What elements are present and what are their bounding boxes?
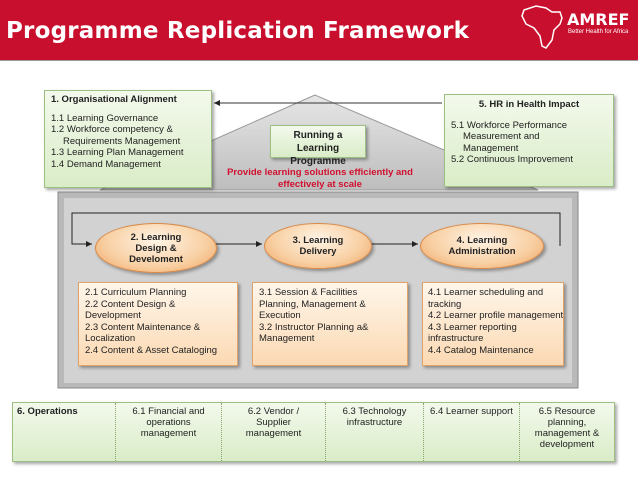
operations-cell-learner-support: 6.4 Learner support — [423, 403, 519, 461]
design-item: 2.3 Content Maintenance & — [85, 321, 201, 333]
stage-label: 2. Learning — [130, 231, 182, 243]
programme-tagline: Provide learning solutions efficiently a… — [222, 167, 418, 190]
operations-cell-vendor: 6.2 Vendor / Supplier management — [221, 403, 325, 461]
design-item: 2.2 Content Design & — [85, 298, 176, 310]
org-alignment-box: 1. Organisational Alignment 1.1 Learning… — [44, 90, 212, 188]
org-item: 1.3 Learning Plan Management — [51, 147, 184, 158]
delivery-item: 3.2 Instructor Planning a& — [259, 321, 369, 333]
delivery-item: Management — [259, 333, 315, 344]
operations-title-text: 6. Operations — [17, 406, 78, 417]
operations-cell-line: planning, — [547, 417, 587, 428]
stage-design-development: 2. Learning Design & Develoment — [95, 223, 217, 273]
admin-item: 4.3 Learner reporting — [428, 321, 517, 333]
admin-item: 4.4 Catalog Maintenance — [428, 344, 534, 356]
stage-label: Develoment — [129, 253, 183, 265]
delivery-item: Execution — [259, 310, 301, 321]
operations-cell-line: development — [539, 439, 595, 450]
org-item: 1.1 Learning Governance — [51, 112, 159, 124]
design-item: Localization — [85, 333, 136, 344]
operations-cell-financial: 6.1 Financial and operations management — [115, 403, 221, 461]
stage-delivery: 3. Learning Delivery — [264, 223, 372, 269]
delivery-item: Planning, Management & — [259, 298, 366, 310]
operations-cell-technology: 6.3 Technology infrastructure — [325, 403, 423, 461]
header-divider — [0, 60, 638, 61]
operations-cell-line: 6.3 Technology — [342, 406, 407, 417]
design-detail-box: 2.1 Curriculum Planning 2.2 Content Desi… — [78, 282, 238, 366]
tagline-line: effectively at scale — [278, 178, 362, 190]
operations-title: 6. Operations — [13, 403, 115, 461]
org-item: 1.4 Demand Management — [51, 158, 161, 170]
stage-label: 3. Learning — [292, 235, 344, 246]
hr-item: 5.1 Workforce Performance — [451, 119, 567, 131]
africa-map-logo-icon — [521, 5, 632, 49]
programme-title-line: Running a Learning — [293, 130, 343, 154]
operations-cell-line: management — [245, 428, 302, 439]
tagline-line: Provide learning solutions efficiently a… — [227, 167, 413, 178]
operations-cell-line: operations — [146, 417, 191, 428]
admin-detail-box: 4.1 Learner scheduling and tracking 4.2 … — [422, 282, 564, 366]
operations-cell-line: 6.2 Vendor / — [247, 406, 300, 417]
admin-item: infrastructure — [428, 333, 484, 344]
hr-item: 5.2 Continuous Improvement — [451, 154, 573, 165]
operations-bar: 6. Operations 6.1 Financial and operatio… — [12, 402, 615, 462]
hr-impact-box: 5. HR in Health Impact 5.1 Workforce Per… — [444, 94, 614, 187]
programme-title-line: Programme — [290, 156, 346, 167]
stage-label: Design & — [135, 242, 177, 254]
stage-label: Delivery — [299, 246, 337, 257]
operations-cell-line: infrastructure — [346, 417, 403, 428]
operations-cell-line: management & — [534, 428, 600, 439]
design-item: 2.4 Content & Asset Cataloging — [85, 344, 218, 356]
operations-cell-line: Supplier — [256, 417, 291, 428]
operations-cell-line: management — [140, 428, 197, 439]
operations-cell-line: 6.5 Resource — [538, 406, 596, 417]
org-alignment-title: 1. Organisational Alignment — [51, 94, 177, 105]
admin-item: tracking — [428, 298, 462, 310]
stage-label: Administration — [448, 246, 516, 257]
operations-cell-line: 6.1 Financial and — [132, 406, 205, 417]
logo-name: AMREF — [567, 10, 630, 29]
running-programme-box: Running a Learning Programme — [270, 125, 366, 167]
hr-item: Management — [463, 142, 519, 154]
hr-impact-title: 5. HR in Health Impact — [478, 99, 580, 110]
design-item: Development — [85, 310, 141, 321]
admin-item: 4.1 Learner scheduling and — [428, 287, 544, 298]
stage-label: 4. Learning — [456, 235, 508, 246]
admin-item: 4.2 Learner profile management — [428, 310, 564, 321]
hr-item: Measurement and — [463, 131, 540, 142]
logo-tagline: Better Health for Africa — [568, 29, 629, 35]
operations-cell-resource: 6.5 Resource planning, management & deve… — [519, 403, 614, 461]
delivery-item: 3.1 Session & Facilities — [259, 287, 358, 298]
header-bar — [0, 0, 638, 60]
operations-cell-line: 6.4 Learner support — [430, 406, 513, 417]
design-item: 2.1 Curriculum Planning — [85, 287, 187, 298]
page-title: Programme Replication Framework — [6, 18, 470, 44]
stage-administration: 4. Learning Administration — [420, 223, 544, 269]
org-item: Requirements Management — [63, 135, 181, 147]
org-item: 1.2 Workforce competency & — [51, 124, 173, 135]
delivery-detail-box: 3.1 Session & Facilities Planning, Manag… — [252, 282, 408, 366]
